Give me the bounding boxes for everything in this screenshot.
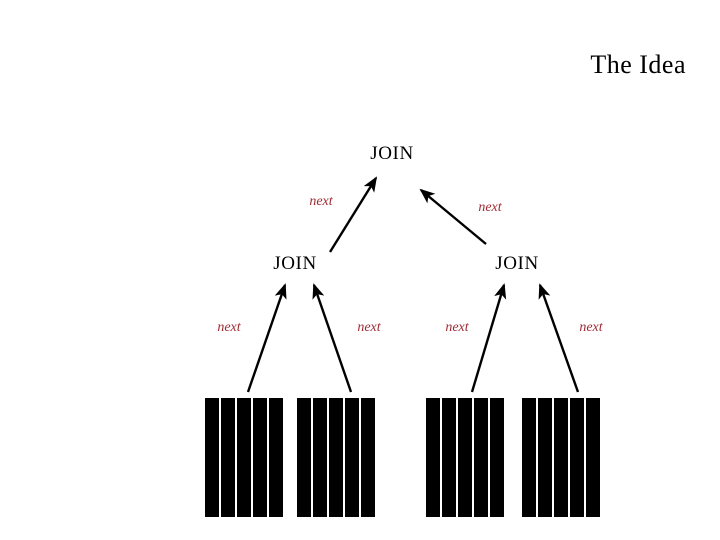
- next-pointer-arrow-2: [419, 188, 487, 245]
- join-node-mid-2: JOIN: [495, 253, 539, 274]
- next-label-5: next: [445, 320, 469, 335]
- record-bar: [237, 398, 251, 517]
- record-bar: [345, 398, 359, 517]
- record-bar: [490, 398, 504, 517]
- page-title: The Idea: [590, 50, 686, 79]
- record-bar: [297, 398, 311, 517]
- record-bar: [253, 398, 267, 517]
- next-pointer-arrow-3: [246, 283, 287, 393]
- record-bar: [586, 398, 600, 517]
- record-bar: [538, 398, 552, 517]
- next-pointer-arrow-5: [470, 283, 507, 393]
- bar-group-1: [205, 398, 283, 517]
- record-bar: [313, 398, 327, 517]
- next-pointer-arrow-4: [312, 283, 353, 393]
- record-bar: [570, 398, 584, 517]
- bar-group-2: [297, 398, 375, 517]
- record-bar: [522, 398, 536, 517]
- record-bar: [205, 398, 219, 517]
- next-label-1: next: [309, 194, 333, 209]
- tree-edges: [246, 176, 580, 393]
- next-label-6: next: [579, 320, 603, 335]
- record-bar: [269, 398, 283, 517]
- record-bar: [426, 398, 440, 517]
- record-bar: [442, 398, 456, 517]
- next-label-3: next: [217, 320, 241, 335]
- record-bar: [329, 398, 343, 517]
- record-bar: [361, 398, 375, 517]
- next-label-2: next: [478, 200, 502, 215]
- record-bar: [474, 398, 488, 517]
- record-bar: [458, 398, 472, 517]
- bar-group-4: [522, 398, 600, 517]
- bar-group-3: [426, 398, 504, 517]
- join-node-root: JOIN: [370, 143, 414, 164]
- next-pointer-arrow-1: [328, 176, 378, 253]
- next-pointer-arrow-6: [538, 283, 580, 393]
- join-node-mid-1: JOIN: [273, 253, 317, 274]
- record-bar: [554, 398, 568, 517]
- next-label-4: next: [357, 320, 381, 335]
- record-bar: [221, 398, 235, 517]
